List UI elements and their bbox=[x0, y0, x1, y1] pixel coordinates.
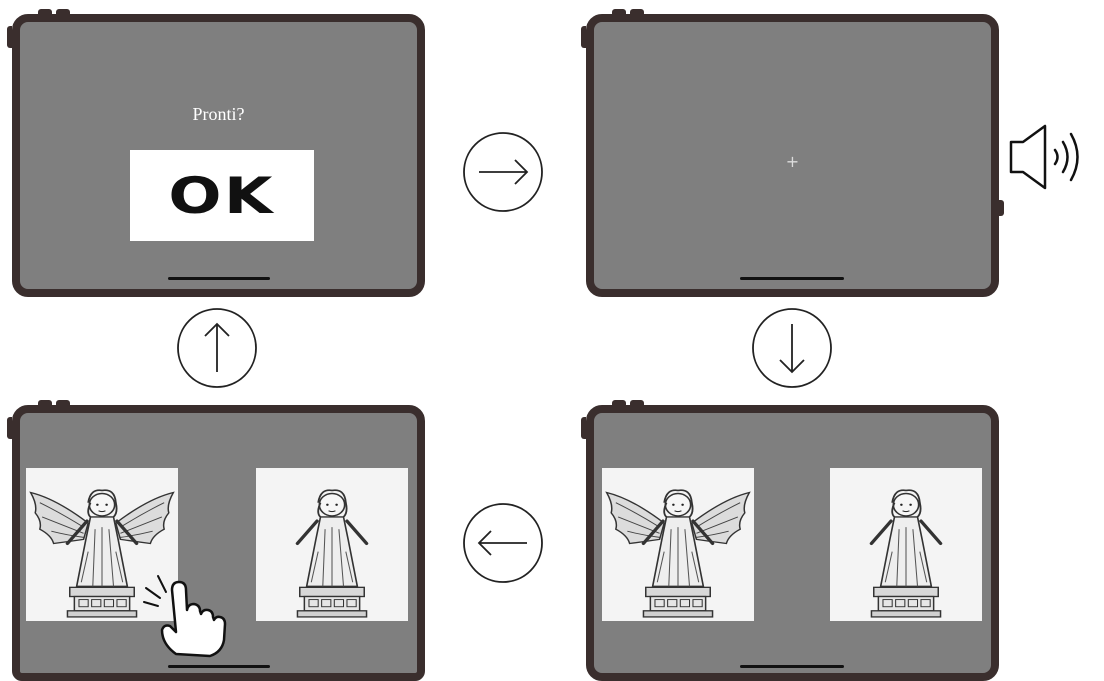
tablet-button bbox=[38, 400, 52, 405]
home-indicator bbox=[168, 277, 270, 280]
tablet-stimulus-screen bbox=[586, 405, 999, 681]
wingless-statue-image bbox=[830, 468, 982, 621]
up-arrow-icon bbox=[175, 306, 259, 390]
home-indicator bbox=[168, 665, 270, 668]
left-arrow-icon bbox=[461, 501, 545, 585]
tablet-button bbox=[7, 26, 12, 48]
tablet-button bbox=[612, 400, 626, 405]
tablet-button bbox=[999, 200, 1004, 216]
tablet-button bbox=[612, 9, 626, 14]
tablet-ready-screen: Pronti? OK bbox=[12, 14, 425, 297]
tablet-button bbox=[581, 26, 586, 48]
tablet-button bbox=[581, 417, 586, 439]
tablet-button bbox=[7, 417, 12, 439]
tablet-button bbox=[56, 9, 70, 14]
ready-prompt: Pronti? bbox=[20, 104, 417, 125]
ok-button[interactable]: OK bbox=[130, 150, 314, 241]
tablet-button bbox=[630, 9, 644, 14]
tablet-button bbox=[630, 400, 644, 405]
down-arrow-icon bbox=[750, 306, 834, 390]
fixation-cross: + bbox=[594, 152, 991, 171]
wingless-statue-image[interactable] bbox=[256, 468, 408, 621]
winged-statue-image bbox=[602, 468, 754, 621]
tablet-button bbox=[38, 9, 52, 14]
pointing-hand-icon bbox=[140, 568, 232, 660]
right-arrow-icon bbox=[461, 130, 545, 214]
tablet-button bbox=[56, 400, 70, 405]
speaker-icon bbox=[1005, 122, 1101, 194]
tablet-fixation-screen: + bbox=[586, 14, 999, 297]
home-indicator bbox=[740, 665, 844, 668]
home-indicator bbox=[740, 277, 844, 280]
ok-button-label: OK bbox=[169, 167, 276, 225]
